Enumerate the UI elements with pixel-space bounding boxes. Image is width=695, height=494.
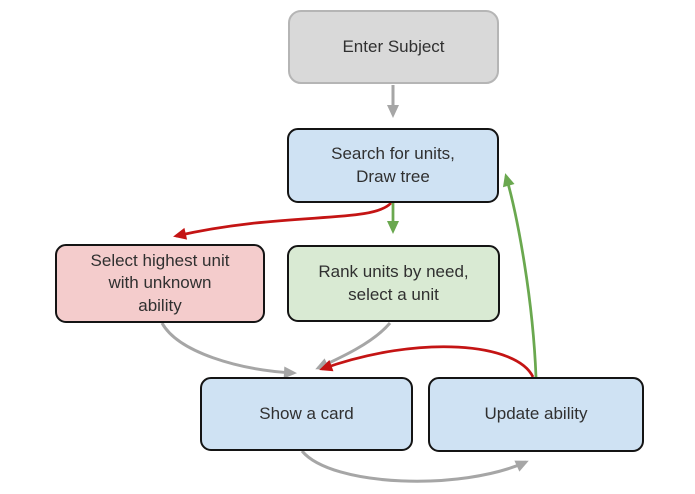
node-search-for-units: Search for units, Draw tree [287, 128, 499, 203]
node-show-a-card: Show a card [200, 377, 413, 451]
node-update-ability: Update ability [428, 377, 644, 452]
node-update-ability-label: Update ability [484, 404, 588, 424]
node-rank-units: Rank units by need, select a unit [287, 245, 500, 322]
node-select-highest-unit-label: Select highest unit with unknown ability [90, 251, 230, 315]
edge-show-to-update [300, 450, 529, 483]
node-enter-subject: Enter Subject [288, 10, 499, 84]
node-rank-units-label: Rank units by need, select a unit [318, 262, 469, 304]
node-search-for-units-label: Search for units, Draw tree [331, 144, 455, 186]
node-enter-subject-label: Enter Subject [342, 36, 445, 56]
edge-select-to-show [160, 322, 297, 379]
edge-rank-to-show [315, 322, 392, 370]
node-select-highest-unit: Select highest unit with unknown ability [55, 244, 265, 323]
edge-search-to-select-red [173, 201, 393, 240]
edge-update-to-show-red [319, 345, 535, 378]
node-show-a-card-label: Show a card [259, 403, 354, 423]
edge-update-to-search-green [502, 173, 538, 378]
